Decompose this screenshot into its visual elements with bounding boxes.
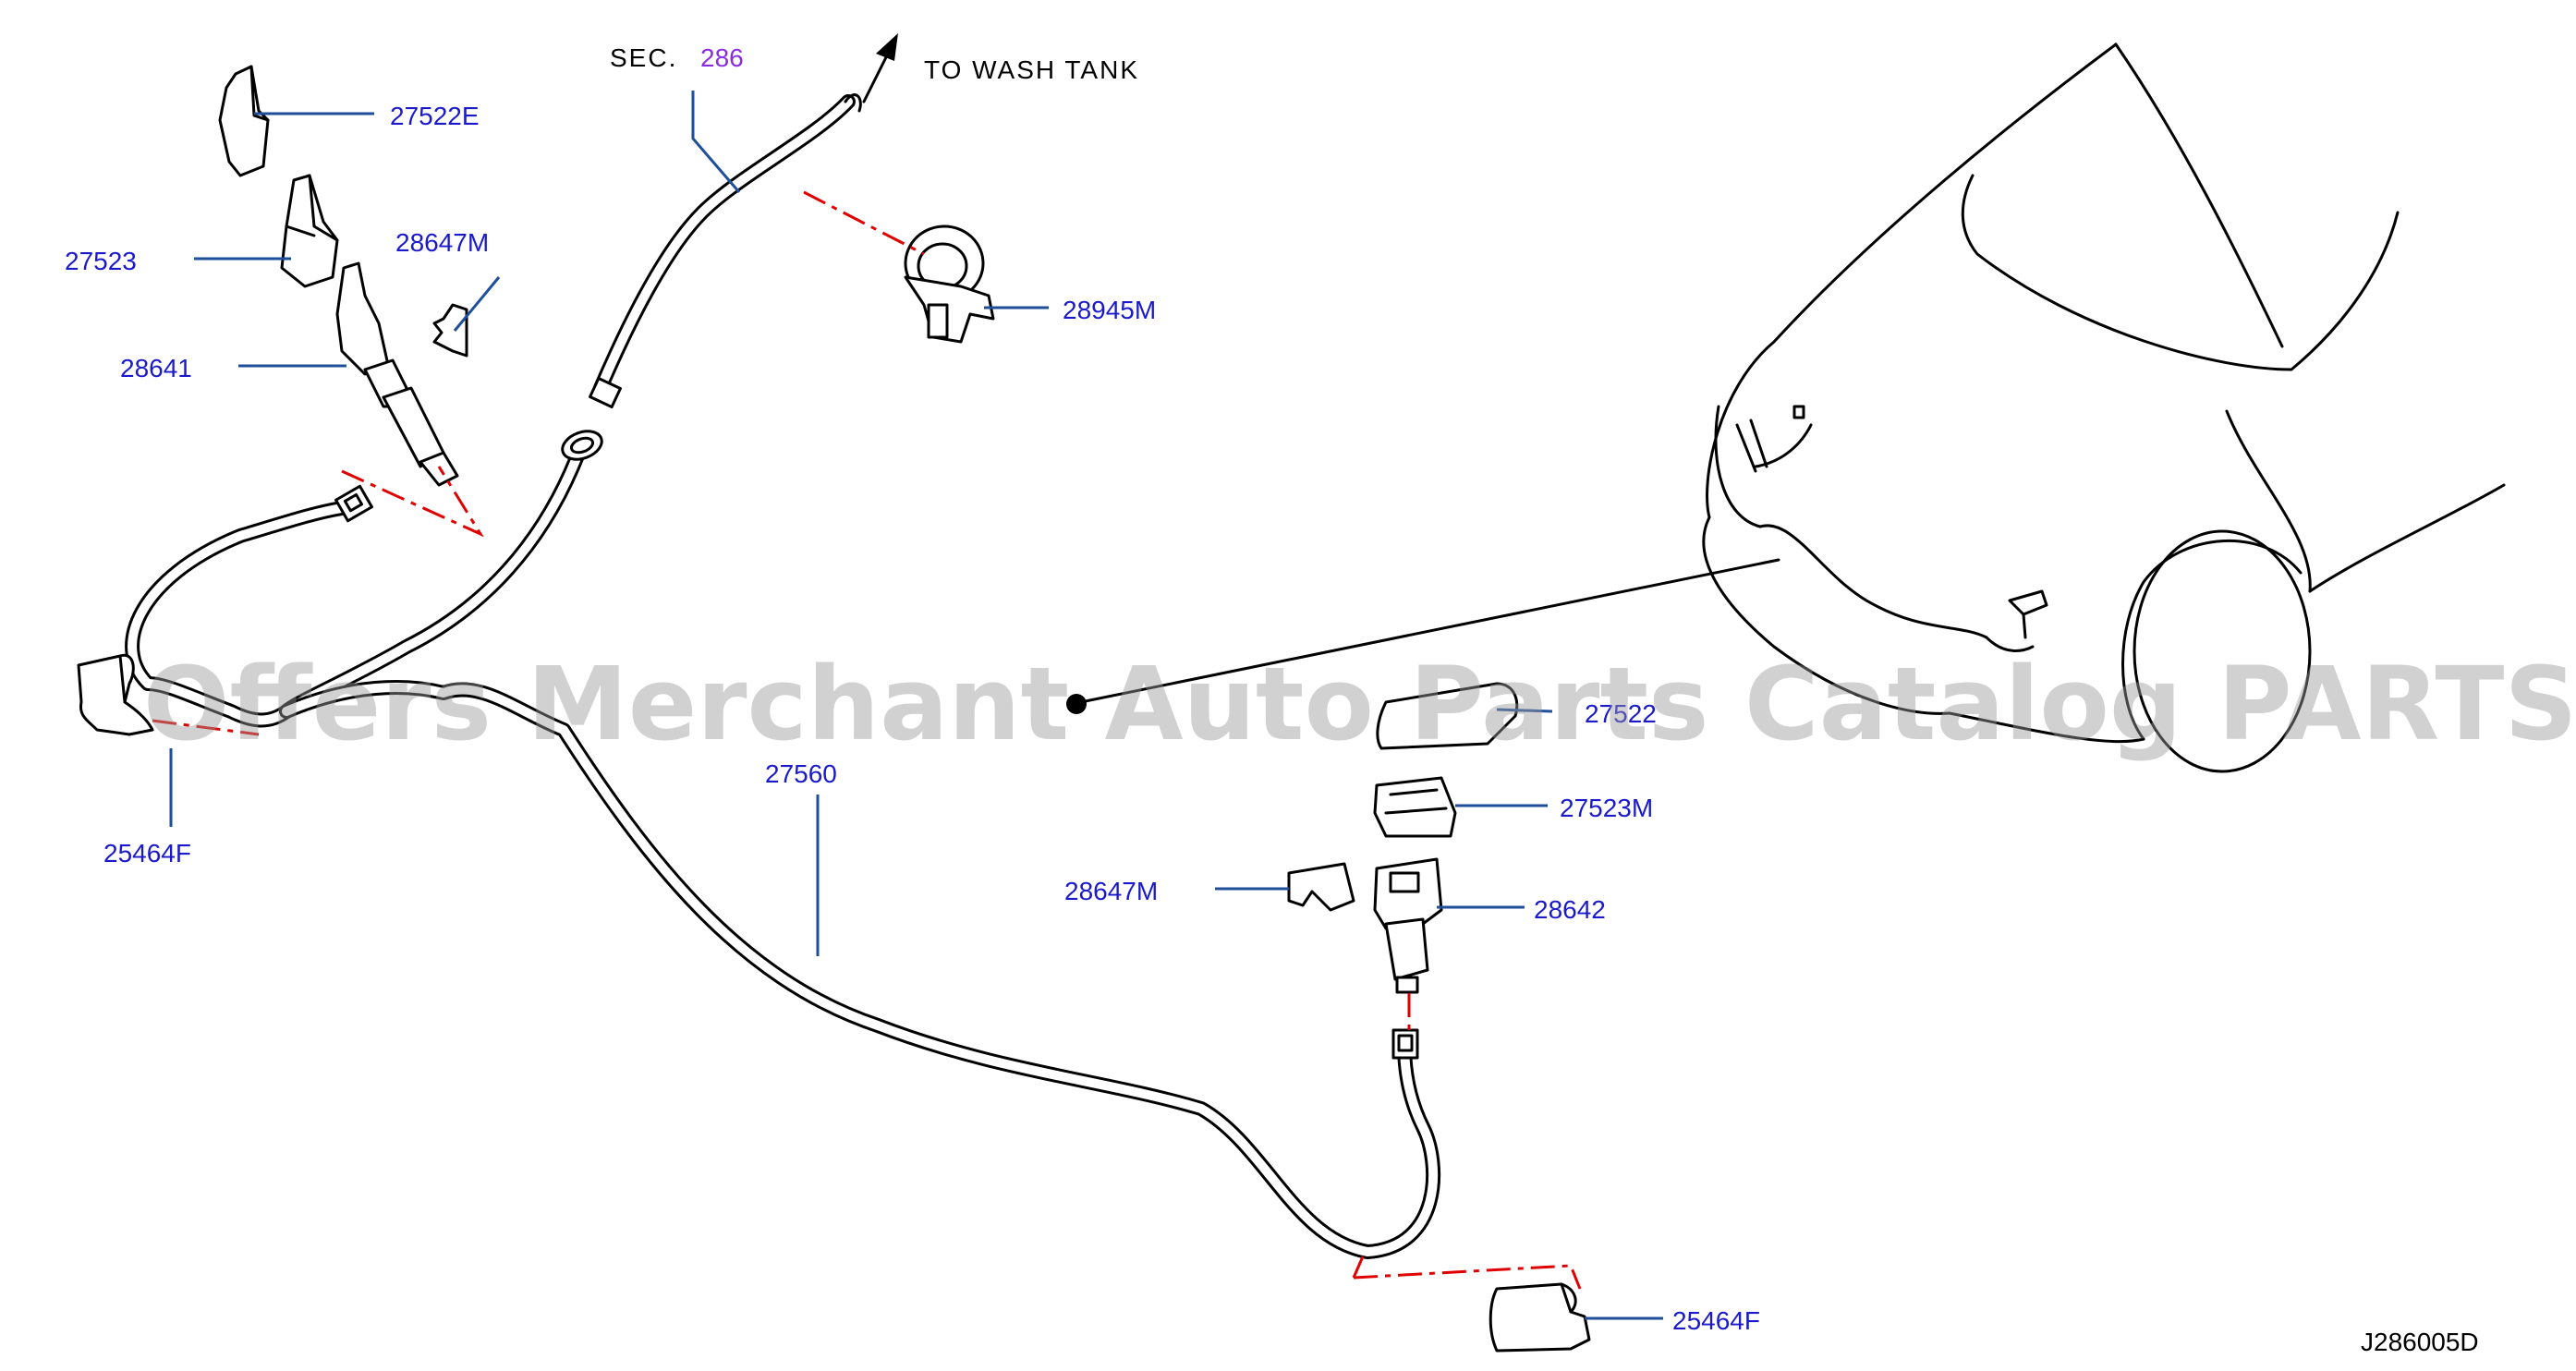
label-28647M-mid[interactable]: 28647M — [1064, 877, 1158, 905]
part-27523M-bracket — [1373, 776, 1457, 838]
label-28641[interactable]: 28641 — [120, 354, 192, 382]
sec-prefix: SEC. — [610, 43, 677, 72]
leader-dot — [1066, 694, 1087, 714]
hose-connector-left — [334, 484, 373, 523]
label-27523[interactable]: 27523 — [65, 247, 137, 275]
part-25464F-clip-left — [77, 653, 154, 736]
car-body-outline — [1702, 42, 2506, 773]
label-27523M[interactable]: 27523M — [1560, 794, 1653, 822]
part-28647M-clip-mid — [1287, 862, 1355, 912]
part-27523-bracket — [280, 174, 339, 288]
dashed-connections — [152, 190, 1582, 1290]
label-25464F-left[interactable]: 25464F — [103, 839, 191, 867]
hose-connector-upper — [561, 377, 622, 461]
part-25464F-clip-bottom — [1488, 1282, 1591, 1353]
part-28647M-clip-top — [432, 303, 468, 358]
part-27522E-cover — [218, 65, 270, 177]
label-27522E[interactable]: 27522E — [390, 102, 480, 130]
part-28642-nozzle — [1373, 857, 1443, 994]
sec-reference-link[interactable]: 286 — [700, 43, 744, 72]
hose-27560 — [125, 94, 1441, 1259]
watermark: Offers Merchant Auto Parts Catalog PARTS… — [143, 645, 2576, 763]
label-25464F-bottom[interactable]: 25464F — [1672, 1306, 1760, 1335]
label-27522-right[interactable]: 27522 — [1585, 699, 1657, 728]
part-28945M-clamp — [904, 224, 995, 344]
leader-lines — [169, 91, 1663, 1320]
to-wash-tank-label: TO WASH TANK — [924, 55, 1139, 84]
diagram-code: J286005D — [2361, 1328, 2479, 1356]
to-wash-tank-arrow — [844, 33, 898, 113]
hose-connector-right — [1391, 1028, 1419, 1060]
label-28647M-top[interactable]: 28647M — [395, 228, 489, 257]
part-27522-cover-right — [1376, 682, 1519, 750]
car-leader-line — [1070, 558, 1780, 706]
label-27560[interactable]: 27560 — [765, 759, 837, 788]
part-28641-nozzle — [335, 261, 459, 487]
label-28642[interactable]: 28642 — [1534, 895, 1606, 924]
label-28945M[interactable]: 28945M — [1063, 296, 1156, 324]
